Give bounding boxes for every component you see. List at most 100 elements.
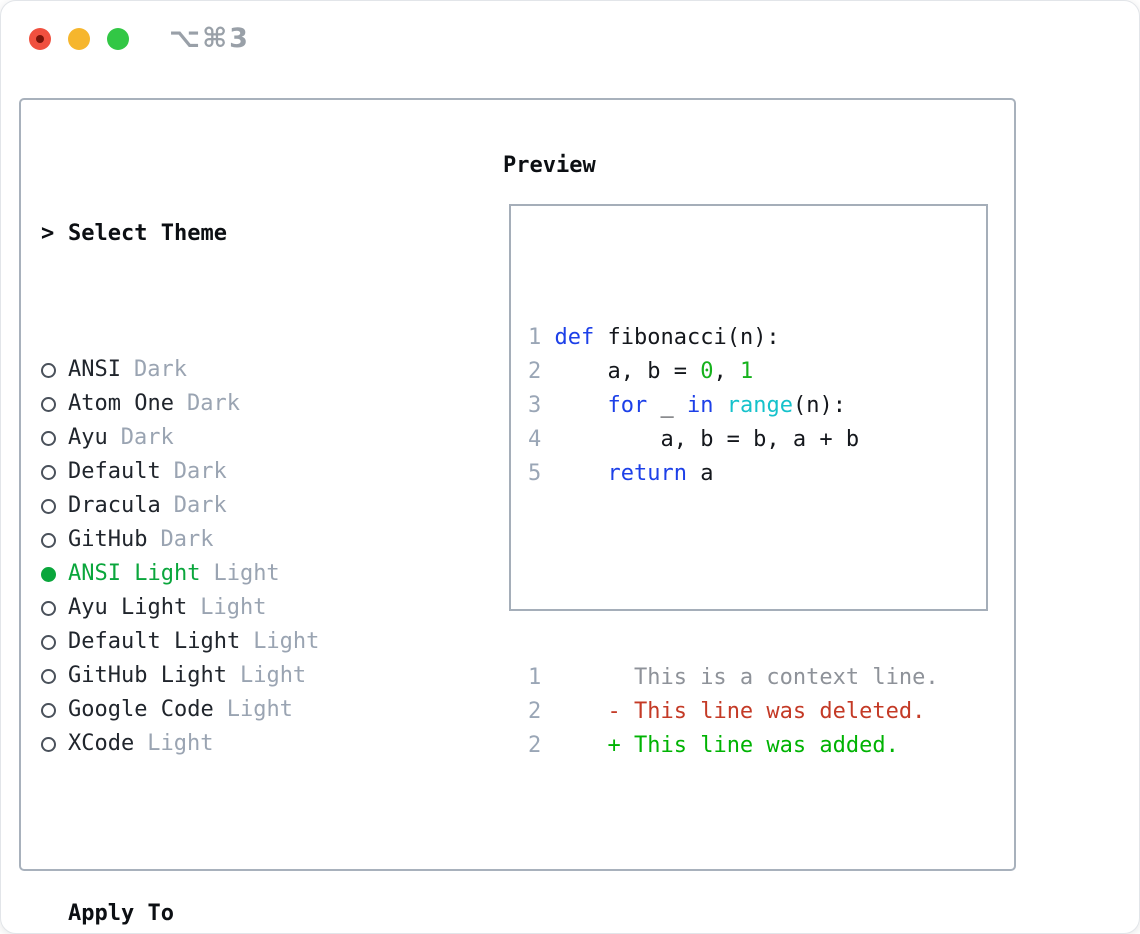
code-segment-ln: 2 (528, 733, 542, 758)
radio-selected-icon (41, 566, 56, 582)
select-theme-header: > Select Theme (41, 217, 412, 251)
code-segment-fg: a (686, 461, 714, 486)
select-theme-title: Select Theme (68, 221, 227, 246)
code-segment-fg (541, 733, 607, 758)
theme-option-ansi-light[interactable]: ANSI Light Light (41, 557, 412, 591)
code-segment-add: + This line was added. (607, 733, 899, 758)
radio-unselected-icon (41, 532, 56, 548)
theme-option-github-light[interactable]: GitHub Light Light (41, 659, 412, 693)
code-segment-bi: range (726, 393, 793, 418)
radio-unselected-icon (41, 498, 56, 514)
code-segment-kw: in (686, 393, 714, 418)
theme-option-github[interactable]: GitHub Dark (41, 523, 412, 557)
theme-option-default[interactable]: Default Dark (41, 455, 412, 489)
code-segment-ln: 2 (528, 359, 555, 384)
theme-name: Ayu (68, 425, 108, 450)
code-segment-ln: 1 (528, 665, 542, 690)
theme-option-xcode[interactable]: XCode Light (41, 727, 412, 761)
code-line: 5 return a (528, 457, 939, 491)
theme-variant: Light (200, 595, 267, 620)
code-segment-ctx: This is a context line. (541, 665, 939, 690)
code-segment-kw: return (607, 461, 687, 486)
apply-to-title: Apply To (68, 901, 174, 926)
theme-name: Default (68, 459, 161, 484)
theme-variant: Light (147, 731, 214, 756)
radio-unselected-icon (41, 668, 56, 684)
code-segment-ln: 3 (528, 393, 555, 418)
theme-name: ANSI (68, 357, 121, 382)
radio-unselected-icon (41, 362, 56, 378)
theme-variant: Light (239, 663, 307, 688)
radio-unselected-icon (41, 600, 56, 616)
code-segment-ln: 4 (528, 427, 555, 452)
code-segment-fg (555, 461, 608, 486)
code-segment-kw: for (607, 393, 648, 418)
code-segment-fg: , (713, 359, 740, 384)
code-segment-fg: fibonacci(n): (594, 325, 780, 350)
code-segment-ln: 5 (528, 461, 555, 486)
theme-variant: Dark (173, 459, 227, 484)
code-segment-fg (713, 393, 726, 418)
theme-name: GitHub Light (68, 663, 227, 688)
title-bar: ⌥⌘3 (1, 1, 1139, 77)
theme-option-ayu-light[interactable]: Ayu Light Light (41, 591, 412, 625)
theme-name: XCode (68, 731, 135, 756)
radio-unselected-icon (41, 736, 56, 752)
code-line: 3 for _ in range(n): (528, 389, 939, 423)
theme-option-google-code[interactable]: Google Code Light (41, 693, 412, 727)
code-segment-fg: (n): (792, 393, 846, 418)
preview-diff: 1 This is a context line. 2 - This line w… (528, 661, 939, 763)
code-segment-fg: a, b = (554, 359, 701, 384)
code-line: 2 a, b = 0, 1 (528, 355, 939, 389)
theme-variant: Dark (186, 391, 240, 416)
code-segment-nl: 0 (700, 359, 714, 384)
close-button[interactable] (29, 28, 51, 50)
prompt-chevron-icon: > (41, 221, 55, 246)
radio-unselected-icon (41, 396, 56, 412)
theme-option-default-light[interactable]: Default Light Light (41, 625, 412, 659)
radio-unselected-icon (41, 464, 56, 480)
preview-title: Preview (503, 153, 596, 178)
theme-option-atom-one[interactable]: Atom One Dark (41, 387, 412, 421)
radio-unselected-icon (41, 702, 56, 718)
code-segment-fg (541, 699, 607, 724)
theme-option-ayu[interactable]: Ayu Dark (41, 421, 412, 455)
theme-name: Ayu Light (68, 595, 188, 620)
theme-variant: Light (253, 629, 320, 654)
theme-variant: Dark (160, 527, 214, 552)
theme-name: GitHub (68, 527, 148, 552)
theme-variant: Dark (173, 493, 227, 518)
diff-line: 2 - This line was deleted. (528, 695, 939, 729)
theme-name: ANSI Light (68, 561, 201, 586)
close-button-dot-icon (36, 35, 44, 43)
window-shortcut-label: ⌥⌘3 (169, 23, 250, 54)
theme-variant: Dark (120, 425, 174, 450)
code-segment-fg (555, 393, 608, 418)
zoom-button[interactable] (107, 28, 129, 50)
code-segment-fg: _ (647, 393, 687, 418)
code-line: 1 def fibonacci(n): (528, 321, 939, 355)
radio-unselected-icon (41, 634, 56, 650)
code-segment-ln: 1 (528, 325, 555, 350)
theme-variant: Light (226, 697, 293, 722)
theme-name: Dracula (68, 493, 161, 518)
code-diff-gap (528, 559, 939, 593)
theme-name: Default Light (68, 629, 241, 654)
code-segment-nl: 1 (739, 359, 754, 384)
code-segment-del: - This line was deleted. (607, 699, 926, 724)
minimize-button[interactable] (68, 28, 90, 50)
theme-name: Google Code (68, 697, 214, 722)
theme-variant: Light (213, 561, 280, 586)
apply-to-header: Apply To (41, 897, 412, 931)
code-segment-ln: 2 (528, 699, 542, 724)
theme-option-dracula[interactable]: Dracula Dark (41, 489, 412, 523)
theme-name: Atom One (68, 391, 174, 416)
diff-line: 2 + This line was added. (528, 729, 939, 763)
